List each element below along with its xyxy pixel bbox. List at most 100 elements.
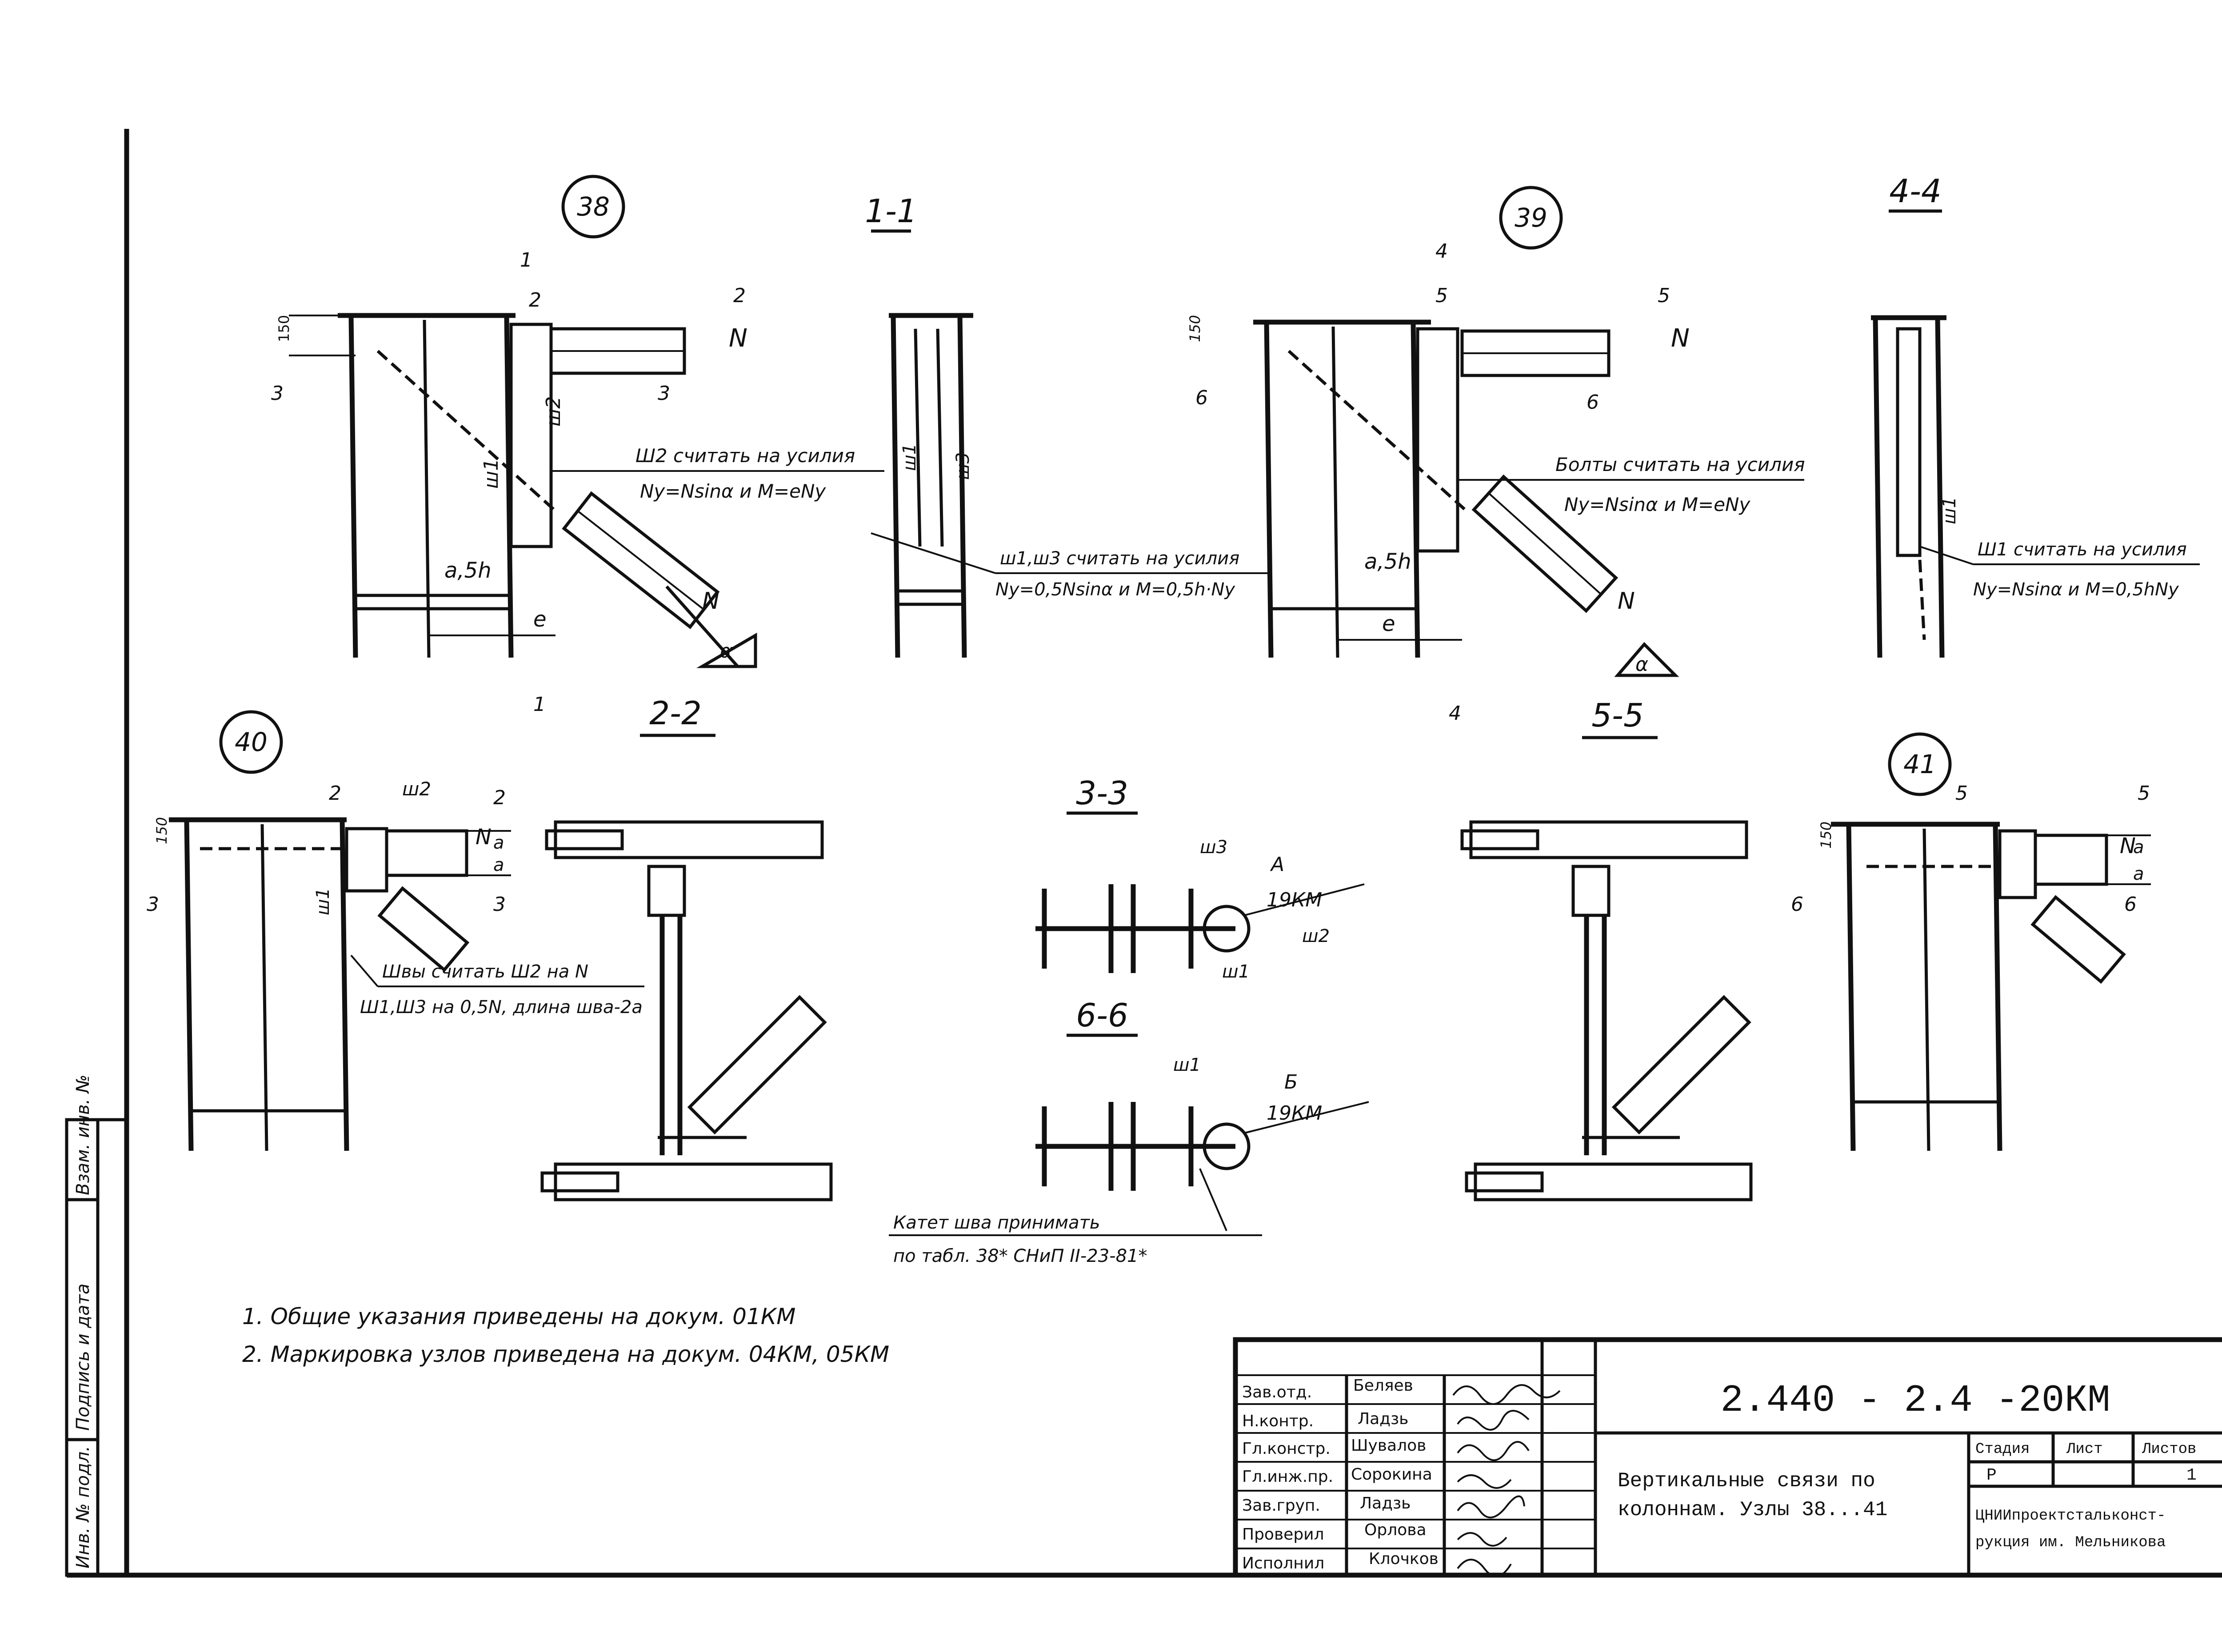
dim-a-40-2: a [493, 855, 504, 875]
side-inv-text: Инв. № подл. [73, 1446, 93, 1568]
section-5-5-title: 5-5 [1591, 697, 1644, 734]
dim-ash-38: a,5h [444, 558, 492, 583]
force-N-38-top: N [729, 324, 747, 353]
dim-150-40: 150 [153, 817, 170, 844]
name-2: Шувалов [1351, 1437, 1426, 1455]
weld-w3-33: ш3 [1200, 837, 1227, 858]
role-5: Проверил [1242, 1525, 1324, 1544]
cut-2-a-40: 2 [329, 782, 341, 805]
weld-w1-40: ш1 [313, 888, 333, 915]
dim-e-38: e [533, 607, 547, 632]
section-3-3-drawing: 3-3 А 19КМ ш3 ш2 ш1 [1035, 774, 1365, 982]
name-3: Сорокина [1351, 1465, 1432, 1484]
weld-w1-44: ш1 [1939, 497, 1960, 524]
section-5-5-drawing: 5-5 [1460, 697, 1753, 1201]
cut-3-a-40: 3 [147, 893, 159, 916]
detail-A-km: 19КМ [1267, 889, 1322, 911]
name-4: Ладзь [1360, 1494, 1411, 1512]
general-note-2: 2. Маркировка узлов приведена на докум. … [242, 1341, 889, 1367]
note-katet-line1: Катет шва принимать [893, 1213, 1100, 1233]
role-3: Гл.инж.пр. [1242, 1468, 1333, 1486]
node-41-marker [1888, 732, 1952, 796]
title-line-1: Вертикальные связи по [1618, 1469, 1875, 1492]
cut-5-a-41: 5 [1955, 782, 1968, 805]
cut-5-b-41: 5 [2138, 782, 2150, 805]
weld-w2-38: ш2 [542, 396, 565, 427]
title-block: Зав.отд. Беляев Н.контр. Ладзь Гл.констр… [1233, 1337, 2222, 1578]
cut-1-top-38: 1 [520, 249, 532, 271]
section-2-2-title: 2-2 [649, 694, 702, 732]
force-N-39-diag: N [1618, 588, 1635, 615]
side-stamp: Взам. инв. № Подпись и дата Инв. № подл. [65, 1074, 127, 1577]
dim-150-39: 150 [1187, 315, 1203, 342]
role-4: Зав.груп. [1242, 1496, 1320, 1515]
node-38-label: 38 [577, 192, 610, 222]
section-3-3-title: 3-3 [1076, 774, 1128, 812]
weld-w3-11: ш3 [953, 452, 973, 480]
weld-w1-66: ш1 [1173, 1055, 1201, 1075]
dim-a-41-1: a [2133, 837, 2144, 858]
note-11-line1: ш1,ш3 считать на усилия [1000, 548, 1239, 569]
general-note-1: 1. Общие указания приведены на докум. 01… [242, 1304, 795, 1329]
cut-3-b-38: 3 [658, 382, 670, 405]
role-6: Исполнил [1242, 1554, 1324, 1572]
name-0: Беляев [1353, 1377, 1413, 1395]
note-40-line1: Швы считать Ш2 на N [382, 962, 588, 982]
doc-code: 2.440 - 2.4 -20КМ [1720, 1379, 2110, 1422]
cut-4-bot-39: 4 [1449, 702, 1461, 725]
side-sign-text: Подпись и дата [73, 1284, 93, 1431]
force-N-39-top: N [1671, 324, 1690, 353]
note-39-line1: Болты считать на усилия [1555, 454, 1805, 475]
cut-5-b-39: 5 [1658, 284, 1670, 307]
note-40-line2: Ш1,Ш3 на 0,5N, длина шва-2а [360, 997, 643, 1018]
sheet-header: Лист [2066, 1441, 2103, 1458]
weld-w2-40: ш2 [402, 778, 431, 800]
section-1-1-title: 1-1 [865, 192, 917, 230]
cut-2-a-38: 2 [529, 289, 541, 311]
detail-B-label: Б [1284, 1071, 1298, 1093]
name-5: Орлова [1364, 1521, 1427, 1539]
node-40-drawing: 40 N a a 150 ш2 ш1 2 2 3 3 Швы считать Ш… [147, 710, 644, 1151]
note-11-line2: Ny=0,5Nsinα и M=0,5h·Ny [995, 579, 1235, 600]
weld-w2-33: ш2 [1302, 926, 1330, 946]
note-44-line2: Ny=Nsinα и M=0,5hNy [1973, 579, 2179, 600]
detail-B-km: 19КМ [1267, 1102, 1322, 1125]
node-40-label: 40 [235, 727, 268, 757]
cut-3-b-40: 3 [493, 893, 506, 916]
cut-6-b-41: 6 [2124, 893, 2137, 916]
section-2-2-drawing: 2-2 [540, 694, 833, 1201]
dim-150-41: 150 [1818, 822, 1834, 849]
weld-w1-11: ш1 [899, 443, 920, 471]
section-4-4-drawing: 4-4 ш1 Ш1 считать на усилия Ny=Nsinα и M… [1871, 172, 2200, 658]
node-38-drawing: 38 150 e a,5h N N α ш1 ш2 1 1 [271, 175, 884, 716]
note-38-line1: Ш2 считать на усилия [635, 445, 855, 467]
section-4-4-title: 4-4 [1889, 172, 1942, 210]
role-1: Н.контр. [1242, 1412, 1314, 1430]
alpha-38: α [720, 640, 733, 662]
cut-6-b-39: 6 [1587, 391, 1599, 414]
dim-150-38: 150 [276, 315, 292, 342]
weld-w1-33: ш1 [1222, 962, 1250, 982]
dim-a-41-2: a [2133, 864, 2144, 884]
stage-header: Стадия [1975, 1441, 2030, 1458]
section-6-6-drawing: 6-6 Б 19КМ ш1 Катет шва принимать по таб… [889, 997, 1369, 1266]
alpha-39: α [1635, 653, 1648, 676]
node-39-marker [1499, 186, 1563, 250]
detail-A-circle [1203, 905, 1251, 953]
side-vzam-text: Взам. инв. № [73, 1074, 93, 1195]
sheets-value: 1 [2186, 1466, 2197, 1485]
note-44-line1: Ш1 считать на усилия [1978, 539, 2187, 560]
stage-value: Р [1986, 1466, 1997, 1485]
title-line-2: колоннам. Узлы 38...41 [1618, 1498, 1887, 1521]
signatures [1452, 1384, 1561, 1577]
cut-1-bot-38: 1 [533, 693, 546, 716]
node-39-drawing: 39 N N α 150 a,5h e 4 4 5 5 6 6 Болты сч… [1187, 186, 1805, 725]
org-line-2: рукция им. Мельникова [1975, 1534, 2166, 1551]
node-39-label: 39 [1515, 203, 1547, 233]
cut-6-a-41: 6 [1791, 893, 1803, 916]
cut-3-a-38: 3 [271, 382, 284, 405]
section-1-1-drawing: 1-1 ш1 ш3 ш1,ш3 считать на усилия Ny=0,5… [865, 192, 1271, 658]
general-notes: 1. Общие указания приведены на докум. 01… [242, 1304, 889, 1367]
node-40-marker [219, 710, 283, 774]
